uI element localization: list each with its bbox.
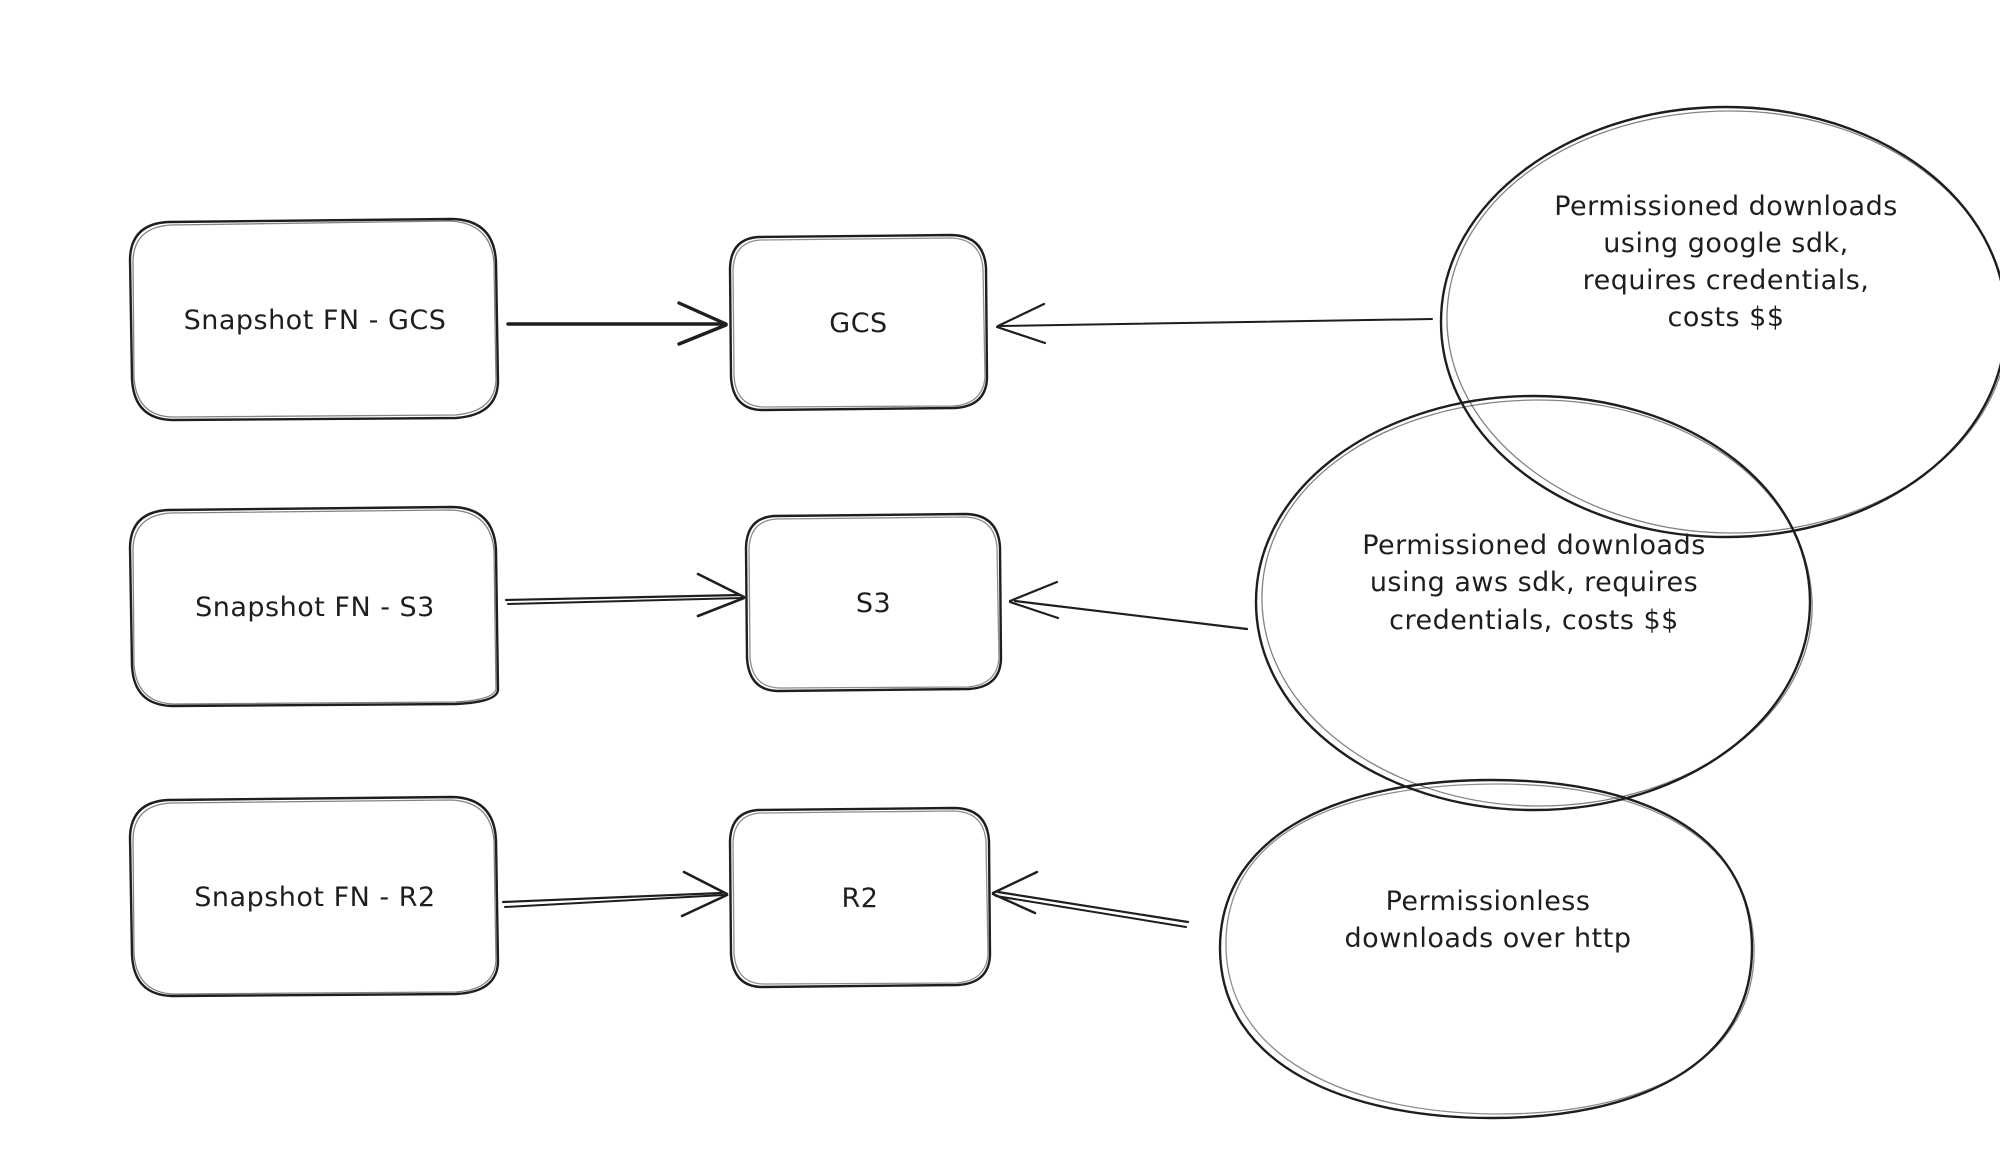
arrow-r2-source-to-store[interactable] — [502, 872, 728, 918]
arrow-r2-note-to-store[interactable] — [991, 870, 1191, 920]
note-ellipse-gcs-shape — [1439, 105, 2000, 539]
note-ellipse-r2[interactable] — [1220, 780, 1753, 1119]
arrow-source-to-store-gcs — [506, 301, 728, 346]
store-box-r2[interactable] — [730, 808, 991, 987]
note-ellipse-s3[interactable] — [1256, 396, 1811, 811]
arrow-gcs-source-to-store[interactable] — [506, 300, 728, 348]
arrow-note-to-store-s3 — [1008, 580, 1249, 631]
arrow-gcs-note-to-store[interactable] — [996, 300, 1434, 348]
store-box-gcs-shape — [728, 233, 989, 412]
arrow-note-to-store-gcs — [995, 302, 1433, 345]
arrow-source-to-store-r2 — [501, 870, 729, 918]
arrow-s3-note-to-store[interactable] — [1008, 578, 1250, 632]
source-box-s3-shape — [128, 505, 500, 708]
source-box-gcs-shape — [128, 217, 500, 422]
source-box-r2[interactable] — [130, 797, 500, 997]
store-box-s3-shape — [744, 512, 1003, 693]
store-box-s3[interactable] — [746, 514, 1002, 692]
note-ellipse-r2-shape — [1218, 778, 1755, 1120]
store-box-gcs[interactable] — [730, 235, 988, 411]
note-ellipse-s3-shape — [1254, 394, 1813, 812]
source-box-s3[interactable] — [130, 507, 500, 707]
arrow-source-to-store-s3 — [504, 572, 746, 618]
source-box-r2-shape — [128, 795, 500, 998]
store-box-r2-shape — [728, 806, 992, 989]
source-box-gcs[interactable] — [130, 219, 500, 422]
arrow-s3-source-to-store[interactable] — [504, 574, 746, 620]
arrow-note-to-store-r2 — [991, 870, 1190, 928]
